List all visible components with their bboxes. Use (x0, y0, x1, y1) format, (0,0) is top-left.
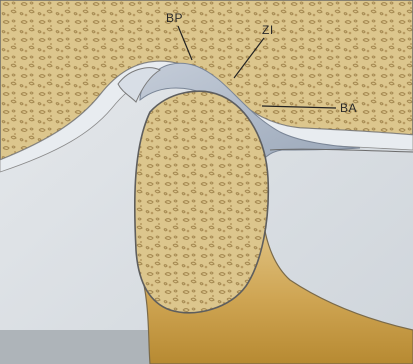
mandibular-condyle (135, 91, 269, 312)
bottom-shadow (0, 330, 150, 364)
label-bp: BP (166, 11, 183, 25)
label-zi: ZI (262, 23, 274, 37)
label-ba: BA (340, 101, 357, 115)
